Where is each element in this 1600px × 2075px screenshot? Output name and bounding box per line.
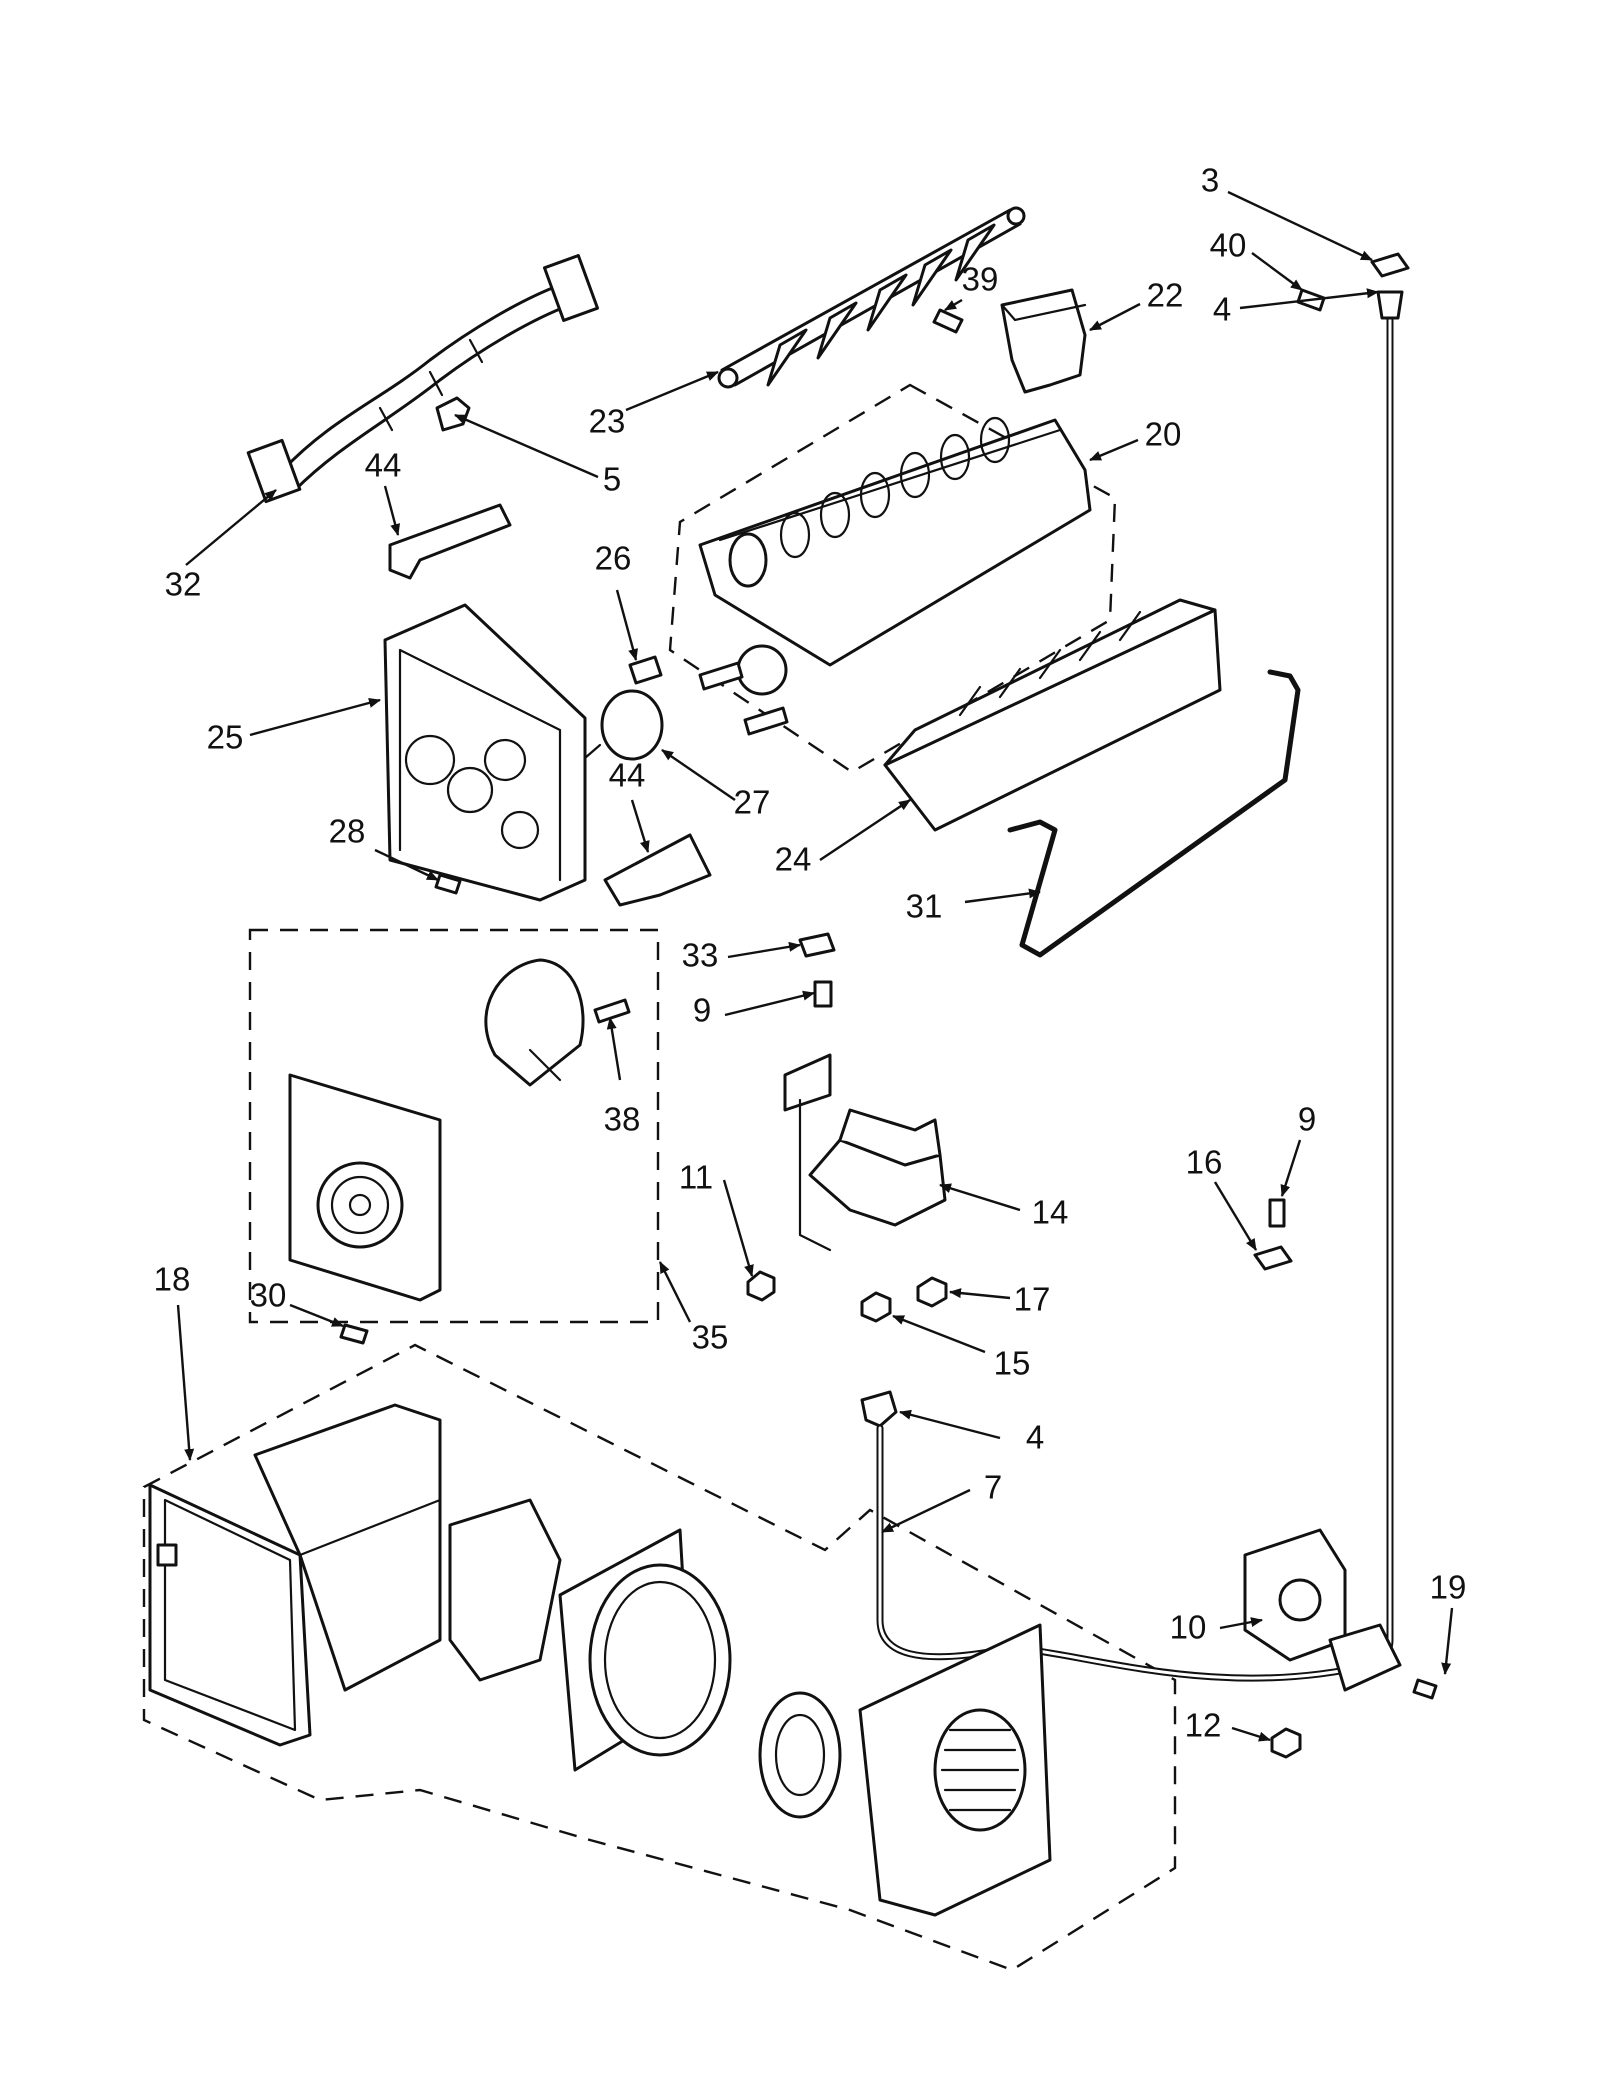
fan-shroud-part: [558, 1528, 732, 1772]
callout-39: 39: [962, 261, 999, 298]
auger-motor-housing-part: [148, 1403, 442, 1747]
screw-9-upper: [813, 980, 833, 1008]
ice-maker-motor-kit-group-outline: [248, 928, 660, 1324]
wire-clip-part: [435, 396, 471, 432]
screw-38: [593, 998, 631, 1024]
tube-fitting-4-lower: [860, 1390, 898, 1428]
callout-22: 22: [1147, 277, 1184, 314]
callout-26: 26: [595, 540, 632, 577]
tube-clamp-16: [1253, 1245, 1293, 1271]
dispenser-housing-group-outline: [142, 1343, 1177, 1972]
nut-11: [746, 1270, 776, 1302]
callout-19: 19: [1430, 1569, 1467, 1606]
callout-44-lower: 44: [609, 757, 646, 794]
callout-44: 44: [365, 447, 402, 484]
callout-27: 27: [734, 784, 771, 821]
mold-cover-part: [883, 598, 1222, 832]
callout-10: 10: [1170, 1609, 1207, 1646]
callout-16: 16: [1186, 1144, 1223, 1181]
callout-28: 28: [329, 813, 366, 850]
mounting-clip-44-top: [388, 503, 512, 580]
water-inlet-valve-part: [1243, 1528, 1402, 1692]
screw-30: [339, 1323, 369, 1345]
callout-11: 11: [679, 1159, 713, 1196]
callout-33: 33: [682, 937, 719, 974]
callout-20: 20: [1145, 416, 1182, 453]
callout-5: 5: [603, 461, 621, 498]
callout-40: 40: [1210, 227, 1247, 264]
callout-4: 4: [1213, 291, 1231, 328]
callout-24: 24: [775, 841, 812, 878]
callout-15: 15: [994, 1345, 1031, 1382]
callout-4-lower: 4: [1026, 1419, 1044, 1456]
callout-25: 25: [207, 719, 244, 756]
screw-33-clip: [798, 932, 836, 958]
callout-17: 17: [1014, 1281, 1051, 1318]
module-base-plate-part: [288, 1073, 442, 1302]
control-module-housing-part: [383, 603, 587, 902]
callout-23: 23: [589, 403, 626, 440]
callout-32: 32: [165, 566, 202, 603]
nut-15: [860, 1291, 892, 1323]
nut-12: [1270, 1727, 1302, 1759]
tube-fitting-4-top: [1376, 290, 1404, 320]
clamp-3: [1370, 252, 1410, 278]
callout-18: 18: [154, 1261, 191, 1298]
ejector-blade-part: [717, 206, 1026, 389]
ice-mold-part: [698, 416, 1092, 736]
callout-38: 38: [604, 1101, 641, 1138]
ice-stripper-part: [1000, 288, 1087, 394]
shut-off-arm-part: [1007, 669, 1301, 958]
bracket-valve-part-14: [783, 1053, 947, 1252]
callout-9: 9: [693, 992, 711, 1029]
screw-9-right: [1268, 1198, 1286, 1228]
callout-31: 31: [906, 888, 943, 925]
callout-9-right: 9: [1298, 1101, 1316, 1138]
evaporator-cover-part: [858, 1623, 1052, 1917]
screw-39: [932, 308, 964, 334]
callout-35: 35: [692, 1319, 729, 1356]
mounting-clip-44-bottom: [603, 833, 712, 907]
callout-14: 14: [1032, 1194, 1069, 1231]
ice-maker-assembly-group-outline: [668, 383, 1117, 774]
fan-blade-part: [758, 1691, 842, 1819]
ice-maker-motor-part: [484, 958, 585, 1087]
callout-7: 7: [984, 1469, 1002, 1506]
wire-harness-part: [246, 254, 599, 504]
thermostat-part-27: [583, 689, 664, 761]
screw-19: [1412, 1678, 1438, 1700]
nut-17: [916, 1276, 948, 1308]
callout-3: 3: [1201, 162, 1219, 199]
thermostat-clip-26: [628, 655, 663, 685]
auger-motor-part: [448, 1498, 562, 1682]
screw-28: [434, 873, 462, 895]
callout-12: 12: [1185, 1707, 1222, 1744]
callout-30: 30: [250, 1277, 287, 1314]
